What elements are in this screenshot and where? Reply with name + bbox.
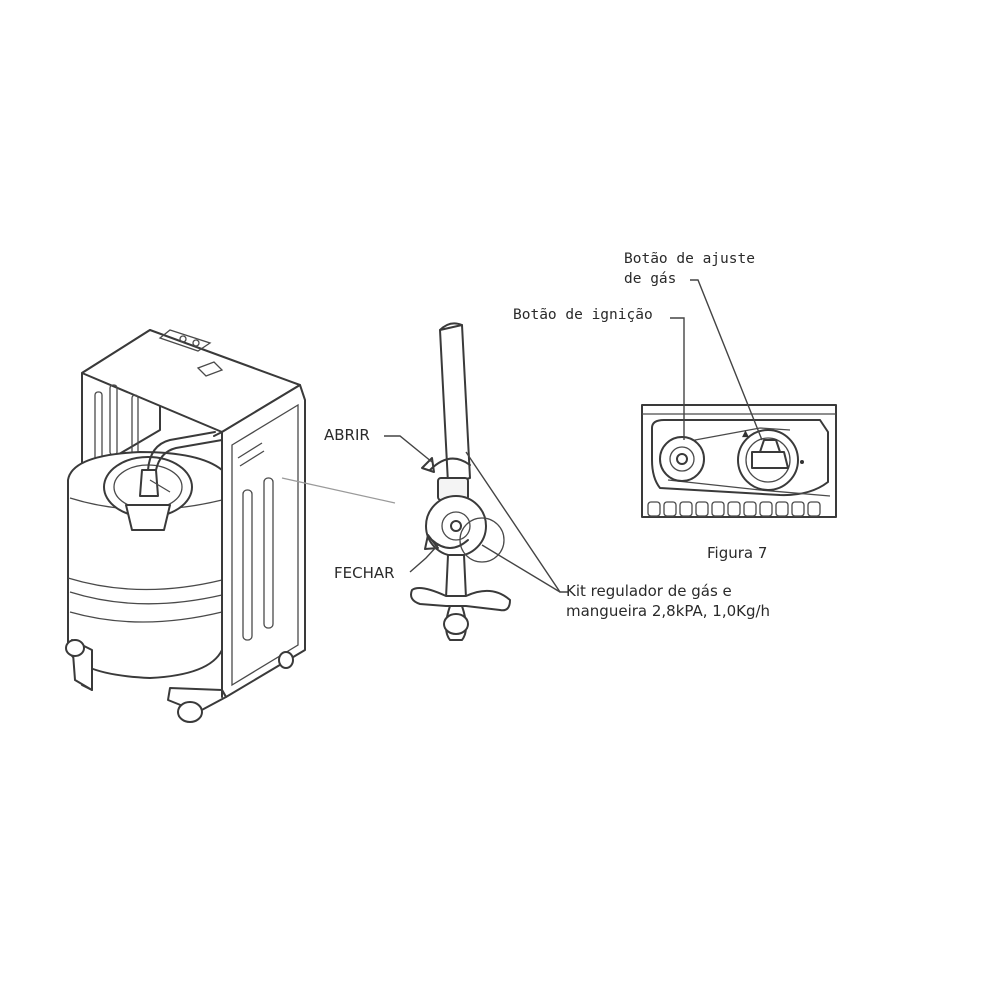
ignition-leader bbox=[670, 317, 685, 440]
control-panel-drawing: ▲ bbox=[641, 404, 837, 518]
open-label: ABRIR bbox=[324, 426, 370, 444]
vents-row bbox=[647, 501, 821, 517]
gas-adjust-knob-icon: ▲ bbox=[737, 429, 804, 491]
rotation-arrow-icon bbox=[421, 457, 471, 550]
gas-adjust-leader bbox=[690, 279, 763, 441]
connector-line bbox=[281, 477, 396, 504]
heater-drawing bbox=[65, 329, 306, 723]
ignition-knob-icon bbox=[659, 436, 705, 482]
close-leader bbox=[409, 544, 439, 573]
figure-caption: Figura 7 bbox=[707, 544, 768, 562]
kit-label-line2: mangueira 2,8kPA, 1,0Kg/h bbox=[566, 602, 771, 620]
ignition-label: Botão de ignição bbox=[513, 307, 653, 323]
open-leader bbox=[384, 435, 433, 463]
close-label: FECHAR bbox=[334, 564, 395, 582]
gas-adjust-label-line2: de gás bbox=[624, 271, 677, 287]
kit-leader-2 bbox=[481, 544, 561, 593]
regulator-valve-drawing bbox=[410, 322, 511, 641]
svg-text:▲: ▲ bbox=[742, 429, 749, 439]
gas-adjust-label-line1: Botão de ajuste bbox=[624, 251, 755, 267]
kit-label-line1: Kit regulador de gás e bbox=[566, 582, 732, 600]
